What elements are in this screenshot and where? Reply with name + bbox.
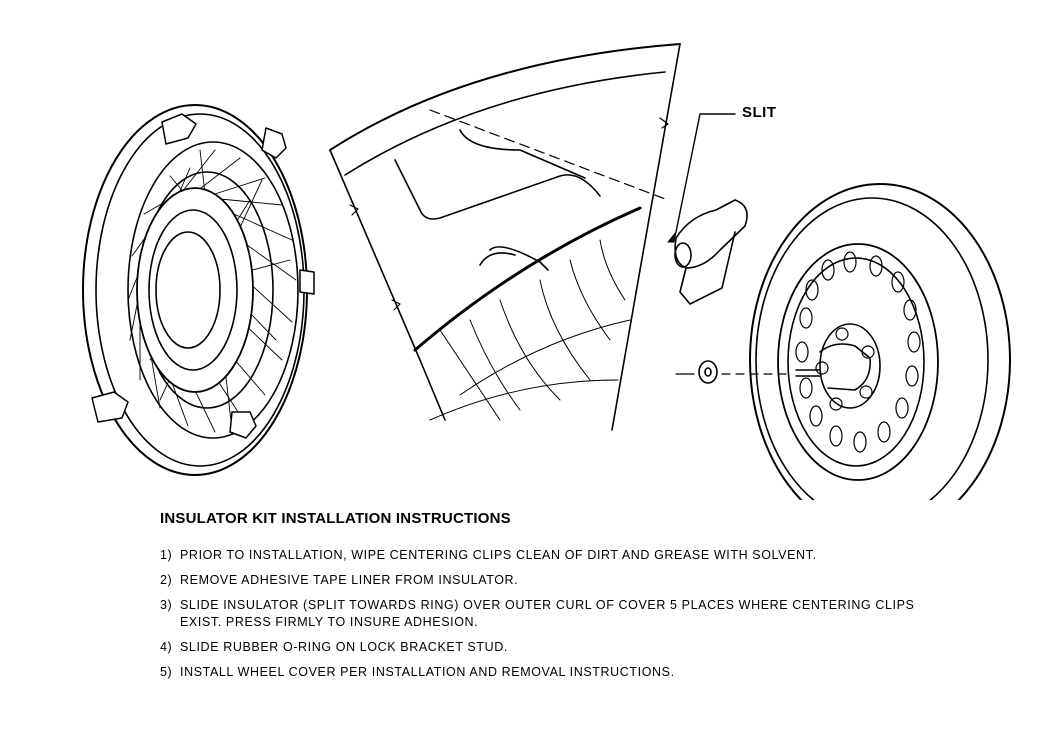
step-number: 5) (160, 665, 173, 679)
wheel-vent-holes (795, 251, 921, 453)
rim-detail-section (329, 43, 681, 431)
o-ring (698, 360, 718, 384)
instruction-step: 3) SLIDE INSULATOR (SPLIT TOWARDS RING) … (160, 597, 980, 631)
instruction-step: 1) PRIOR TO INSTALLATION, WIPE CENTERING… (160, 547, 980, 564)
insulator-piece (667, 113, 748, 305)
instruction-step: 2) REMOVE ADHESIVE TAPE LINER FROM INSUL… (160, 572, 980, 589)
step-number: 3) (160, 598, 173, 612)
instruction-step: 4) SLIDE RUBBER O-RING ON LOCK BRACKET S… (160, 639, 980, 656)
instruction-step: 5) INSTALL WHEEL COVER PER INSTALLATION … (160, 664, 980, 681)
instructions-section: INSULATOR KIT INSTALLATION INSTRUCTIONS … (160, 510, 980, 689)
wheel-and-tire (675, 183, 1011, 500)
step-text: SLIDE INSULATOR (SPLIT TOWARDS RING) OVE… (180, 598, 915, 629)
step-text: SLIDE RUBBER O-RING ON LOCK BRACKET STUD… (180, 640, 508, 654)
instructions-title: INSULATOR KIT INSTALLATION INSTRUCTIONS (160, 510, 511, 527)
step-text: REMOVE ADHESIVE TAPE LINER FROM INSULATO… (180, 573, 519, 587)
centering-clips (91, 113, 315, 439)
wheel-cover (82, 104, 315, 476)
slit-callout-label: SLIT (742, 104, 777, 121)
lug-nuts (815, 327, 875, 411)
step-text: PRIOR TO INSTALLATION, WIPE CENTERING CL… (180, 548, 817, 562)
step-number: 1) (160, 548, 173, 562)
step-number: 4) (160, 640, 173, 654)
wheel-cover-diagram (82, 43, 1011, 500)
section-spoke-lines (429, 239, 631, 421)
step-number: 2) (160, 573, 173, 587)
step-text: INSTALL WHEEL COVER PER INSTALLATION AND… (180, 665, 675, 679)
